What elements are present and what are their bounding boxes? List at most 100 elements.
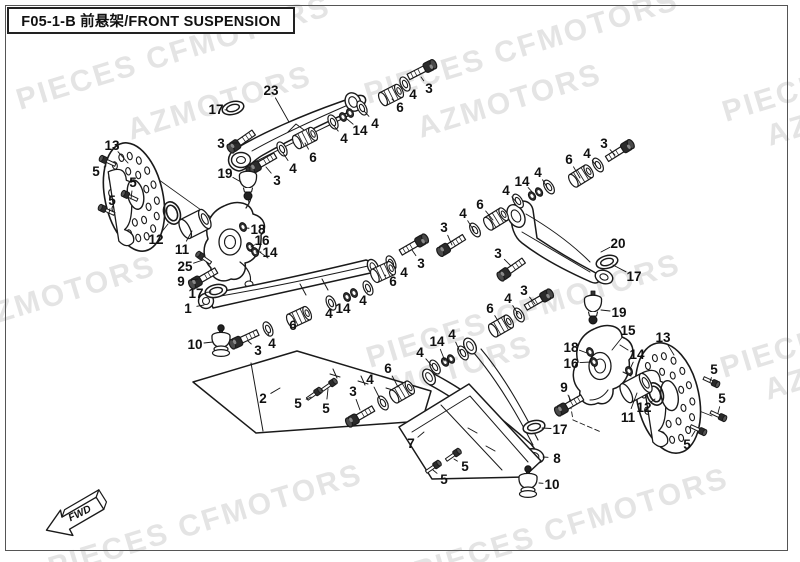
callout-leader-5 — [305, 396, 312, 400]
callout-label-25: 25 — [177, 259, 193, 274]
callout-leader-14 — [439, 348, 446, 362]
callout-leader-6 — [304, 142, 309, 150]
callout-leader-25 — [193, 259, 204, 264]
callout-label-4: 4 — [400, 265, 408, 280]
callout-label-5: 5 — [129, 175, 137, 190]
callout-leader-6 — [391, 98, 395, 102]
callout-leader-14 — [346, 118, 354, 125]
callout-label-4: 4 — [409, 87, 417, 102]
callout-label-4: 4 — [459, 206, 467, 221]
callout-leader-5 — [130, 190, 133, 200]
callout-label-10: 10 — [187, 337, 202, 352]
callout-leader-4 — [467, 220, 475, 232]
callout-leader-4 — [591, 159, 598, 168]
callout-label-14: 14 — [352, 123, 368, 138]
callout-label-4: 4 — [340, 131, 348, 146]
callout-leader-5 — [717, 406, 721, 414]
callout-label-6: 6 — [384, 361, 392, 376]
callout-leader-14 — [527, 187, 536, 196]
diagram-title-box: F05-1-B 前悬架/FRONT SUSPENSION — [7, 7, 295, 34]
callout-label-5: 5 — [322, 401, 330, 416]
callout-label-4: 4 — [325, 306, 333, 321]
callout-label-3: 3 — [494, 246, 502, 261]
callout-leader-11 — [185, 230, 193, 242]
callout-leader-13 — [117, 151, 129, 164]
callout-leader-7 — [417, 431, 425, 438]
callout-label-2: 2 — [259, 391, 267, 406]
oringF-part — [521, 417, 547, 437]
callout-label-18: 18 — [250, 222, 266, 237]
callout-label-16: 16 — [563, 356, 579, 371]
callout-label-3: 3 — [254, 343, 262, 358]
callout-label-17: 17 — [208, 102, 223, 117]
callout-leader-5 — [108, 208, 111, 214]
callout-label-4: 4 — [583, 146, 591, 161]
callout-label-14: 14 — [629, 347, 645, 362]
callout-label-19: 19 — [611, 305, 626, 320]
callout-label-5: 5 — [92, 164, 100, 179]
callout-leader-4 — [542, 179, 549, 190]
callout-label-14: 14 — [335, 301, 351, 316]
callout-leader-1 — [196, 304, 205, 307]
callout-leader-5 — [103, 165, 107, 168]
callout-leader-10 — [203, 341, 214, 344]
callout-label-4: 4 — [502, 183, 510, 198]
left-steering-knuckle — [203, 194, 266, 288]
callout-leader-6 — [485, 210, 494, 221]
callout-leader-14 — [629, 361, 634, 370]
callout-label-4: 4 — [504, 291, 512, 306]
callout-label-3: 3 — [273, 173, 281, 188]
ball-part — [583, 290, 603, 325]
callout-label-4: 4 — [448, 327, 456, 342]
callout-leader-23 — [274, 97, 290, 123]
callout-leader-3 — [265, 166, 272, 174]
callout-leader-5 — [453, 458, 458, 462]
callout-label-7: 7 — [407, 436, 415, 451]
callout-label-4: 4 — [366, 372, 374, 387]
callout-label-6: 6 — [309, 150, 317, 165]
brake-disc — [634, 342, 702, 454]
callout-label-8: 8 — [553, 451, 561, 466]
callout-label-5: 5 — [440, 472, 448, 487]
callout-leader-15 — [611, 336, 623, 351]
callout-label-11: 11 — [175, 242, 190, 257]
callout-label-6: 6 — [565, 152, 573, 167]
callout-label-19: 19 — [217, 166, 232, 181]
callout-leader-12 — [650, 398, 656, 403]
callout-label-3: 3 — [440, 220, 448, 235]
callout-label-4: 4 — [371, 116, 379, 131]
screw-part — [701, 374, 722, 389]
callout-leader-16 — [579, 361, 592, 364]
callout-leader-17 — [541, 427, 552, 429]
callout-label-3: 3 — [349, 384, 357, 399]
callout-leader-6 — [391, 375, 399, 388]
callout-leader-4 — [455, 341, 462, 355]
bolt-part — [603, 137, 637, 164]
callout-leader-17 — [612, 264, 627, 273]
diagram-title: F05-1-B 前悬架/FRONT SUSPENSION — [21, 14, 281, 30]
callout-label-17: 17 — [188, 286, 203, 301]
callout-leader-5 — [326, 388, 329, 400]
callout-leader-20 — [600, 246, 611, 253]
watermark-text: PIECES CFMOTORS — [718, 2, 800, 129]
callout-label-14: 14 — [514, 174, 530, 189]
callout-leader-4 — [267, 332, 270, 336]
callout-label-14: 14 — [262, 245, 278, 260]
callout-label-13: 13 — [104, 138, 120, 153]
callout-leader-5 — [432, 469, 438, 474]
callout-label-5: 5 — [461, 459, 469, 474]
callout-leader-3 — [411, 249, 417, 257]
callout-label-6: 6 — [396, 100, 404, 115]
callout-label-5: 5 — [294, 396, 302, 411]
callout-label-20: 20 — [610, 236, 625, 251]
callout-leader-3 — [447, 234, 453, 246]
callout-label-17: 17 — [552, 422, 567, 437]
callout-label-16: 16 — [254, 233, 270, 248]
callout-leader-5 — [709, 377, 712, 383]
callout-label-9: 9 — [177, 274, 185, 289]
callout-leader-9 — [567, 394, 572, 402]
callout-leader-4 — [512, 305, 519, 315]
